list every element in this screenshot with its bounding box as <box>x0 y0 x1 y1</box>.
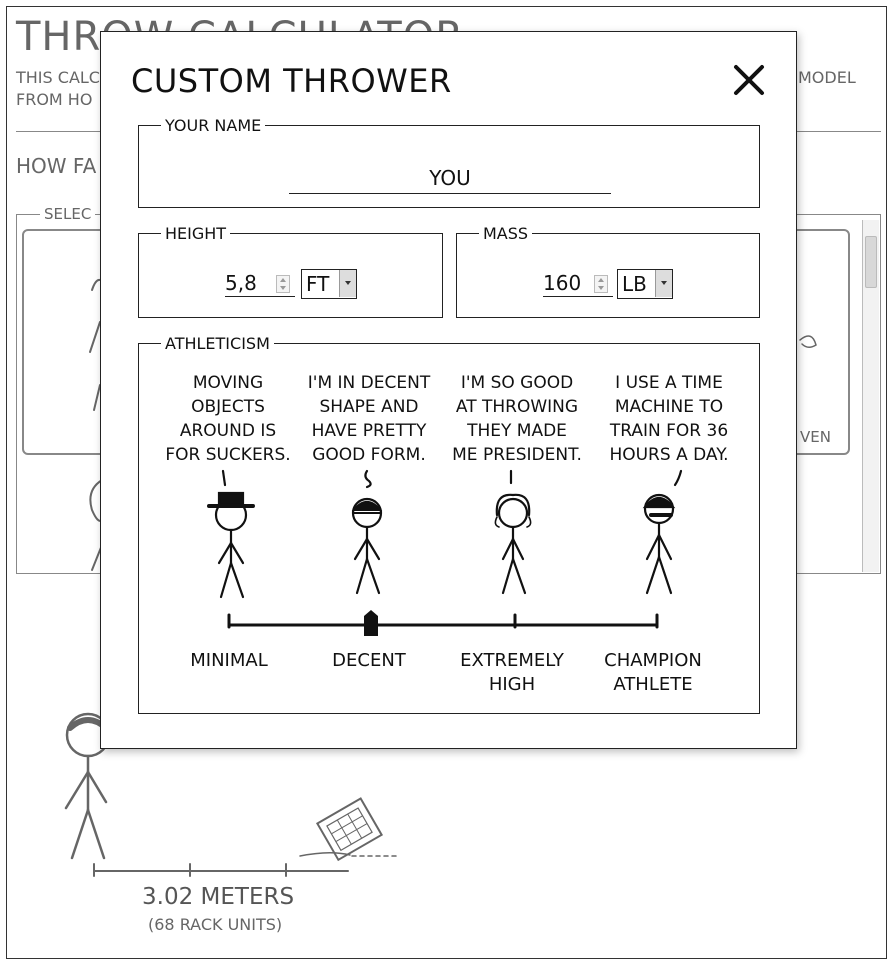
name-section: YOUR NAME <box>138 116 760 208</box>
dialog-title: CUSTOM THROWER <box>131 62 452 100</box>
caption-champion: I USE A TIME MACHINE TO TRAIN FOR 36 HOU… <box>609 373 729 465</box>
caption-decent: I'M IN DECENT SHAPE AND HAVE PRETTY GOOD… <box>307 373 431 465</box>
result-distance: 3.02 METERS <box>142 884 295 910</box>
result-rack-units: (68 RACK UNITS) <box>148 915 283 934</box>
mass-stepper[interactable] <box>594 275 608 293</box>
athleticism-section: ATHLETICISM MOVING OBJECTS AROUND IS FOR… <box>138 334 760 714</box>
athleticism-slider-art <box>207 469 683 629</box>
close-icon <box>734 65 764 95</box>
athleticism-slider-thumb[interactable] <box>362 609 380 637</box>
height-unit-select[interactable]: FT <box>301 269 357 299</box>
intro-text-line1: THIS CALC <box>16 68 100 87</box>
scrollbar-thumb[interactable] <box>865 236 877 288</box>
height-input[interactable]: 5,8 <box>225 270 295 297</box>
athleticism-legend: ATHLETICISM <box>165 334 270 353</box>
thrower-list-scrollbar[interactable] <box>862 220 879 572</box>
mass-unit-value: LB <box>622 272 647 296</box>
thrower-card-label: VEN <box>800 428 831 446</box>
close-button[interactable] <box>731 62 767 98</box>
mass-section: MASS 160 LB <box>456 224 760 318</box>
height-stepper[interactable] <box>276 275 290 293</box>
level-minimal[interactable]: MINIMAL <box>190 650 268 671</box>
custom-thrower-dialog: CUSTOM THROWER YOUR NAME HEIGHT 5,8 FT M… <box>100 31 797 749</box>
intro-text-line2: FROM HO <box>16 90 93 109</box>
height-legend: HEIGHT <box>165 224 227 243</box>
name-legend: YOUR NAME <box>165 116 262 135</box>
chevron-down-icon <box>655 270 672 297</box>
how-far-heading: HOW FA <box>16 154 97 178</box>
level-extremely-high[interactable]: EXTREMELY HIGH <box>460 650 564 695</box>
name-input[interactable] <box>289 163 611 194</box>
mass-value: 160 <box>543 271 582 295</box>
level-champion-athlete[interactable]: CHAMPION ATHLETE <box>604 650 702 695</box>
thrower-select-legend: SELEC <box>40 205 96 223</box>
height-section: HEIGHT 5,8 FT <box>138 224 443 318</box>
height-value: 5,8 <box>225 271 257 295</box>
caption-extremely-high: I'M SO GOOD AT THROWING THEY MADE ME PRE… <box>452 373 582 465</box>
mass-input[interactable]: 160 <box>543 270 613 297</box>
intro-text-right: MODEL <box>798 68 856 87</box>
caption-minimal: MOVING OBJECTS AROUND IS FOR SUCKERS. <box>165 373 291 465</box>
mass-legend: MASS <box>483 224 529 243</box>
mass-unit-select[interactable]: LB <box>617 269 673 299</box>
level-decent[interactable]: DECENT <box>332 650 406 671</box>
chevron-down-icon <box>339 270 356 297</box>
height-unit-value: FT <box>306 272 330 296</box>
